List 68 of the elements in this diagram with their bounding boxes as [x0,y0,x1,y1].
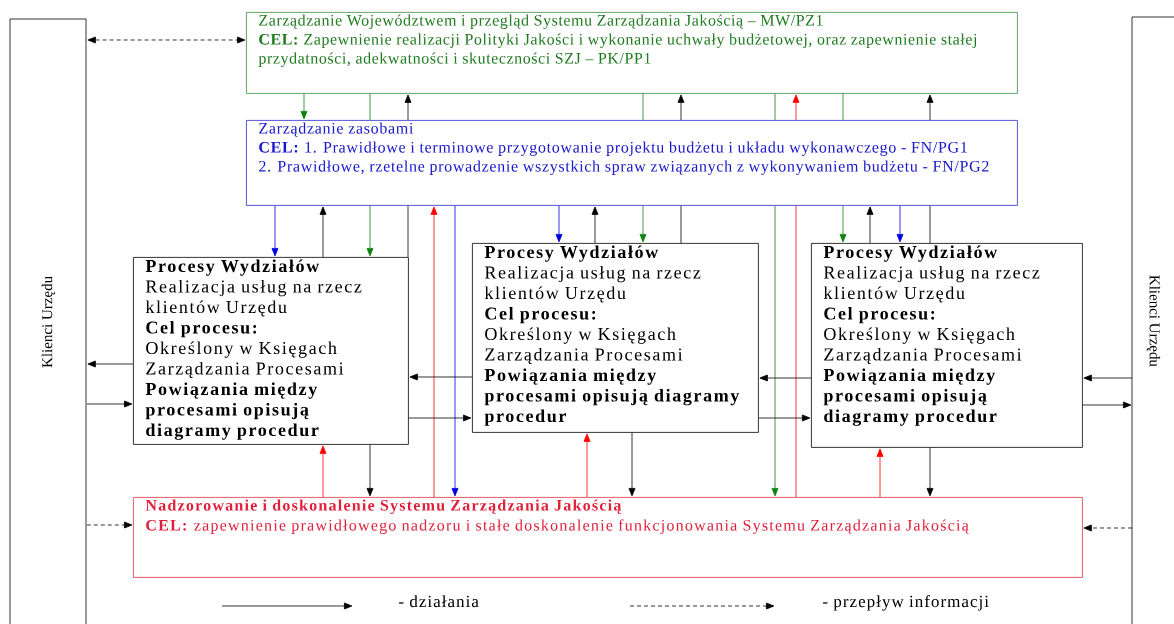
arrow [639,205,647,243]
arrow [430,206,438,498]
box-heading: Procesy Wydziałów [145,259,320,276]
arrow [409,373,473,381]
arrow [408,414,472,422]
box-text: Cel procesu: [146,320,257,338]
resources-box [246,120,1018,206]
box-heading: Procesy Wydziałów [823,245,998,262]
arrow [366,205,374,257]
supervision-box [133,497,1083,578]
box-heading: Procesy Wydziałów [484,245,659,262]
arrow [926,447,934,497]
box-text: 2. Prawidłowe, rzetelne prowadzenie wszystkich spraw związanych z wykonywaniem budżetu - FN/PG2 [259,160,989,175]
arrow [87,36,246,44]
box-text: Określony w Księgach Zarządzania Procesami [146,341,344,378]
arrow [319,206,327,258]
box-text: CEL: Zapewnienie realizacji Polityki Jakości i wykonanie uchwały budżetowej, oraz zapewnienie stałej przydatności, adekwatności i skuteczności SZJ – PK/PP1 [258,33,977,67]
box-text: CEL: zapewnienie prawidłowego nadzoru i stałe doskonalenie funkcjonowania Systemu Zarządzania Jakością [146,519,969,534]
arrow [1082,401,1132,409]
client-band [1131,16,1174,624]
arrow [1083,374,1133,382]
process-box [133,257,409,445]
box-text: Realizacja usług na rzecz klientów Urzędu [484,265,701,303]
arrow [758,414,811,422]
legend-label: - przepływ informacji [823,595,989,611]
arrow [628,432,636,497]
management-box [246,12,1018,94]
box-heading: Zarządzanie Województwem i przegląd Systemu Zarządzania Jakością – MW/PZ1 [259,14,823,29]
arrow [876,448,884,498]
box-text: Realizacja usług na rzecz klientów Urzędu [145,279,362,317]
arrow [677,94,685,121]
box-heading: Nadzorowanie i doskonalenie Systemu Zarządzania Jakością [145,499,622,514]
box-text: Powiązania między procesami opisują diagramy procedur [145,382,319,440]
arrow [759,374,812,382]
process-box [472,243,759,433]
client-band [9,18,87,624]
arrow [583,433,591,498]
box-heading: Zarządzanie zasobami [259,122,414,137]
arrow [271,205,279,257]
box-text: Określony w Księgach Zarządzania Procesami [824,327,1022,364]
band-label: Klienci Urzędu [1146,275,1161,367]
box-text: Powiązania między procesami opisują diagramy procedur [484,368,740,426]
process-box [811,243,1083,448]
arrow [866,206,874,244]
box-text: Cel procesu: [824,306,935,324]
arrow [404,94,412,121]
arrow [792,94,800,121]
arrow [591,206,599,244]
box-text: Określony w Księgach Zarządzania Procesami [485,327,683,364]
box-text: Powiązania między procesami opisują diagramy procedur [823,368,997,426]
arrow [771,205,779,497]
legend-label: - działania [399,595,479,608]
band-label: Klienci Urzędu [41,276,56,368]
arrow [926,94,934,121]
arrow [86,521,133,529]
arrow [555,205,563,243]
arrow [319,445,327,498]
box-text: Realizacja usług na rzecz klientów Urzędu [823,265,1040,303]
arrow [1083,524,1133,532]
box-text: Cel procesu: [485,306,596,324]
box-text: CEL: 1. Prawidłowe i terminowe przygotowanie projektu budżetu i układu wykonawczego - FN/PG1 [259,141,967,156]
arrow [896,205,904,243]
arrow [366,444,374,497]
arrow [839,205,847,243]
arrow [451,205,459,497]
arrow [87,360,134,368]
arrow [86,400,133,408]
arrow [300,93,308,120]
